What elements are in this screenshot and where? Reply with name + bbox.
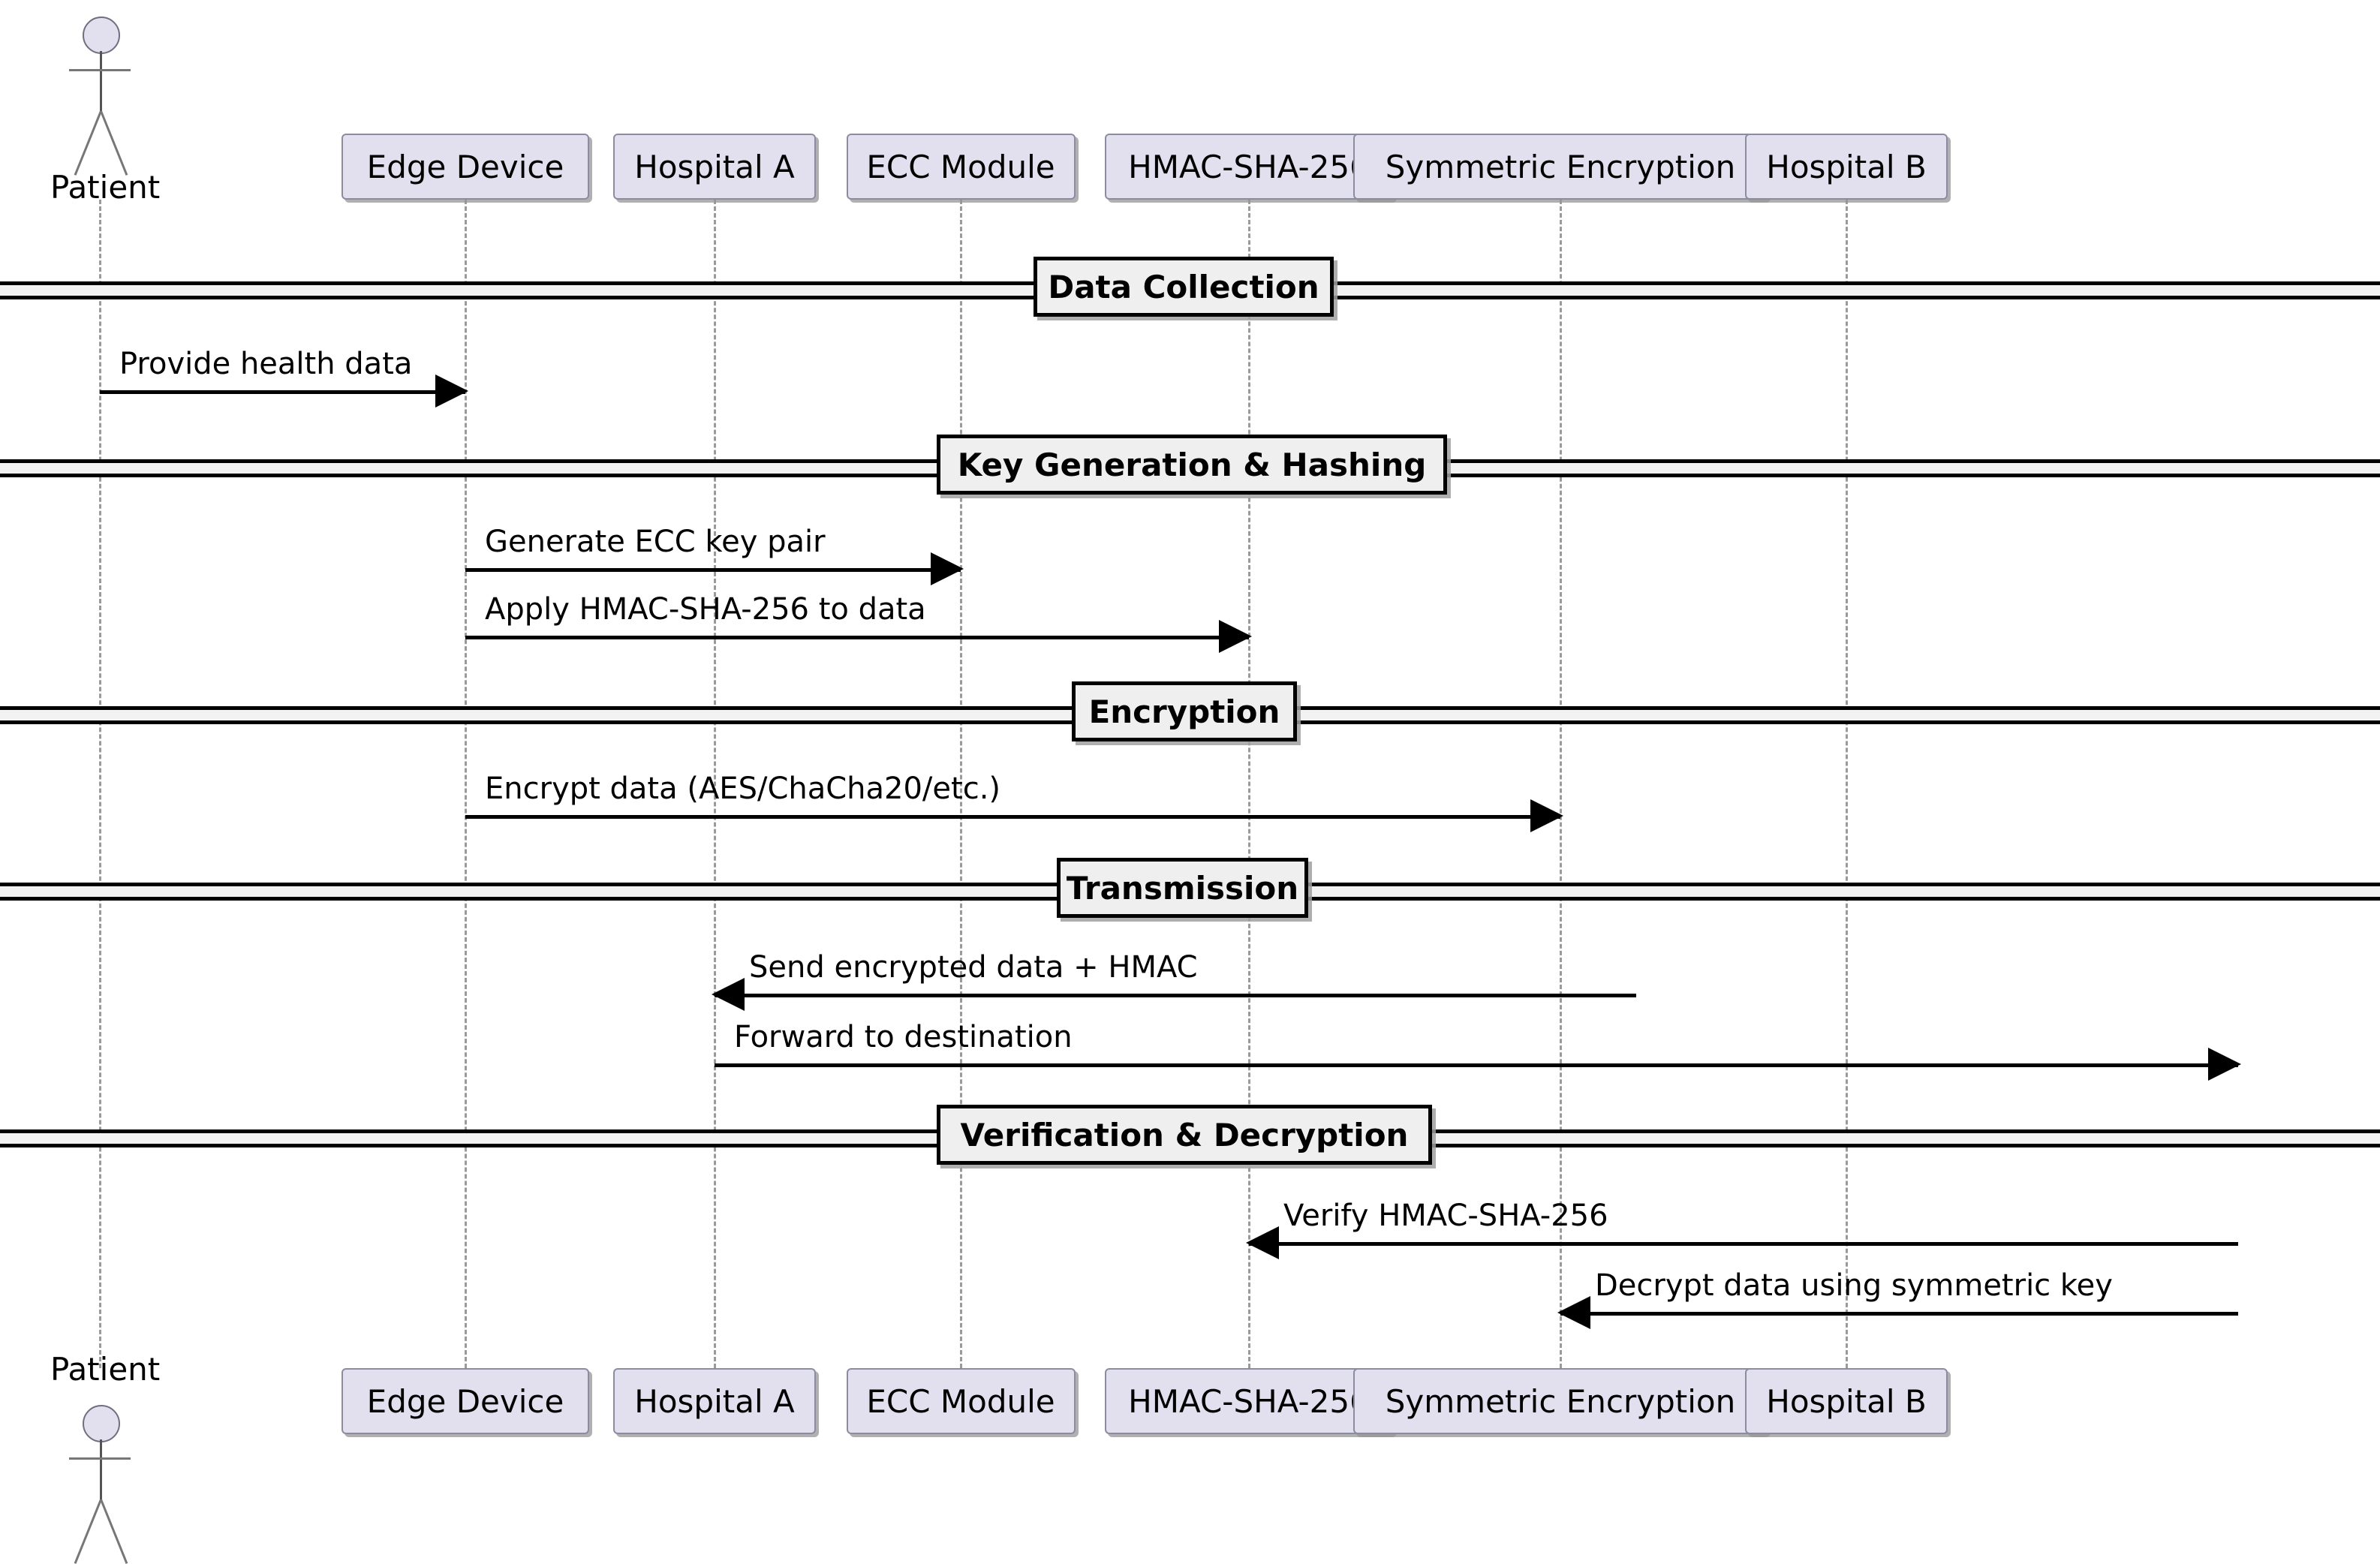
arrowhead-right-icon <box>1219 620 1252 653</box>
participant-box-top-hospitalA[interactable]: Hospital A <box>613 134 816 200</box>
message-line <box>1249 1242 2238 1246</box>
participant-box-top-edge[interactable]: Edge Device <box>342 134 589 200</box>
arrowhead-left-icon <box>712 978 745 1011</box>
message-line <box>100 390 465 394</box>
actor-label-top-patient: Patient <box>50 169 161 206</box>
arrowhead-right-icon <box>1530 799 1563 832</box>
lifeline-edge <box>465 200 467 1368</box>
participant-box-top-symenc[interactable]: Symmetric Encryption <box>1353 134 1768 200</box>
section-label: Data Collection <box>1048 268 1319 305</box>
section-divider-transmission: Transmission <box>1057 858 1308 918</box>
arrowhead-left-icon <box>1246 1226 1279 1259</box>
participant-label: HMAC-SHA-256 <box>1128 1382 1370 1420</box>
participant-box-bottom-hospitalB[interactable]: Hospital B <box>1745 1368 1948 1434</box>
actor-body <box>100 1439 102 1499</box>
participant-box-bottom-hmac[interactable]: HMAC-SHA-256 <box>1104 1368 1394 1434</box>
section-divider-data-collection: Data Collection <box>1034 257 1334 317</box>
participant-label: ECC Module <box>866 1382 1055 1420</box>
section-label: Encryption <box>1088 693 1280 730</box>
lifeline-hospitalA <box>714 200 716 1368</box>
actor-body <box>100 51 102 111</box>
participant-label: Edge Device <box>366 1382 564 1420</box>
message-label: Decrypt data using symmetric key <box>1595 1268 2113 1303</box>
participant-box-bottom-hospitalA[interactable]: Hospital A <box>613 1368 816 1434</box>
actor-arms <box>69 1457 131 1460</box>
section-label: Key Generation & Hashing <box>957 446 1427 483</box>
lifeline-patient <box>99 200 101 1368</box>
actor-head <box>83 1405 120 1442</box>
actor-head <box>83 17 120 54</box>
participant-box-bottom-ecc[interactable]: ECC Module <box>846 1368 1076 1434</box>
lifeline-hmac <box>1248 200 1250 1368</box>
participant-box-bottom-symenc[interactable]: Symmetric Encryption <box>1353 1368 1768 1434</box>
participant-label: Symmetric Encryption <box>1385 1382 1736 1420</box>
participant-label: ECC Module <box>866 148 1055 185</box>
participant-box-top-ecc[interactable]: ECC Module <box>846 134 1076 200</box>
arrowhead-left-icon <box>1557 1296 1590 1329</box>
arrowhead-right-icon <box>2208 1048 2241 1081</box>
message-line <box>1560 1312 2238 1316</box>
message-label: Generate ECC key pair <box>485 525 826 559</box>
lifeline-ecc <box>960 200 962 1368</box>
participant-box-top-hmac[interactable]: HMAC-SHA-256 <box>1104 134 1394 200</box>
message-line <box>465 568 961 572</box>
actor-leg-left <box>74 110 102 176</box>
section-divider-encryption: Encryption <box>1072 681 1297 741</box>
message-line <box>465 815 1560 819</box>
lifeline-symenc <box>1560 200 1562 1368</box>
actor-arms <box>69 69 131 71</box>
message-label: Provide health data <box>119 347 413 381</box>
message-label: Forward to destination <box>734 1020 1073 1054</box>
participant-label: Hospital A <box>634 148 795 185</box>
participant-label: Hospital A <box>634 1382 795 1420</box>
arrowhead-right-icon <box>435 374 468 408</box>
actor-figure-top-patient <box>69 17 131 176</box>
message-label: Encrypt data (AES/ChaCha20/etc.) <box>485 771 1001 806</box>
actor-leg-left <box>74 1499 102 1564</box>
message-line <box>715 994 1636 997</box>
message-label: Send encrypted data + HMAC <box>749 950 1198 985</box>
actor-leg-right <box>100 1499 128 1564</box>
participant-label: Edge Device <box>366 148 564 185</box>
participant-label: Hospital B <box>1766 1382 1927 1420</box>
message-label: Apply HMAC-SHA-256 to data <box>485 592 926 627</box>
section-label: Verification & Decryption <box>960 1116 1409 1153</box>
actor-figure-bottom-patient <box>69 1405 131 1564</box>
message-line <box>715 1063 2238 1067</box>
actor-leg-right <box>100 110 128 176</box>
actor-label-bottom-patient: Patient <box>50 1351 161 1388</box>
participant-box-top-hospitalB[interactable]: Hospital B <box>1745 134 1948 200</box>
section-divider-key-gen-hashing: Key Generation & Hashing <box>937 435 1447 495</box>
arrowhead-right-icon <box>931 552 964 585</box>
message-line <box>465 636 1249 639</box>
section-label: Transmission <box>1066 869 1299 907</box>
participant-box-bottom-edge[interactable]: Edge Device <box>342 1368 589 1434</box>
lifeline-hospitalB <box>1846 200 1848 1368</box>
participant-label: Symmetric Encryption <box>1385 148 1736 185</box>
participant-label: Hospital B <box>1766 148 1927 185</box>
message-label: Verify HMAC-SHA-256 <box>1283 1199 1608 1233</box>
participant-label: HMAC-SHA-256 <box>1128 148 1370 185</box>
section-divider-verify-decrypt: Verification & Decryption <box>937 1105 1432 1165</box>
